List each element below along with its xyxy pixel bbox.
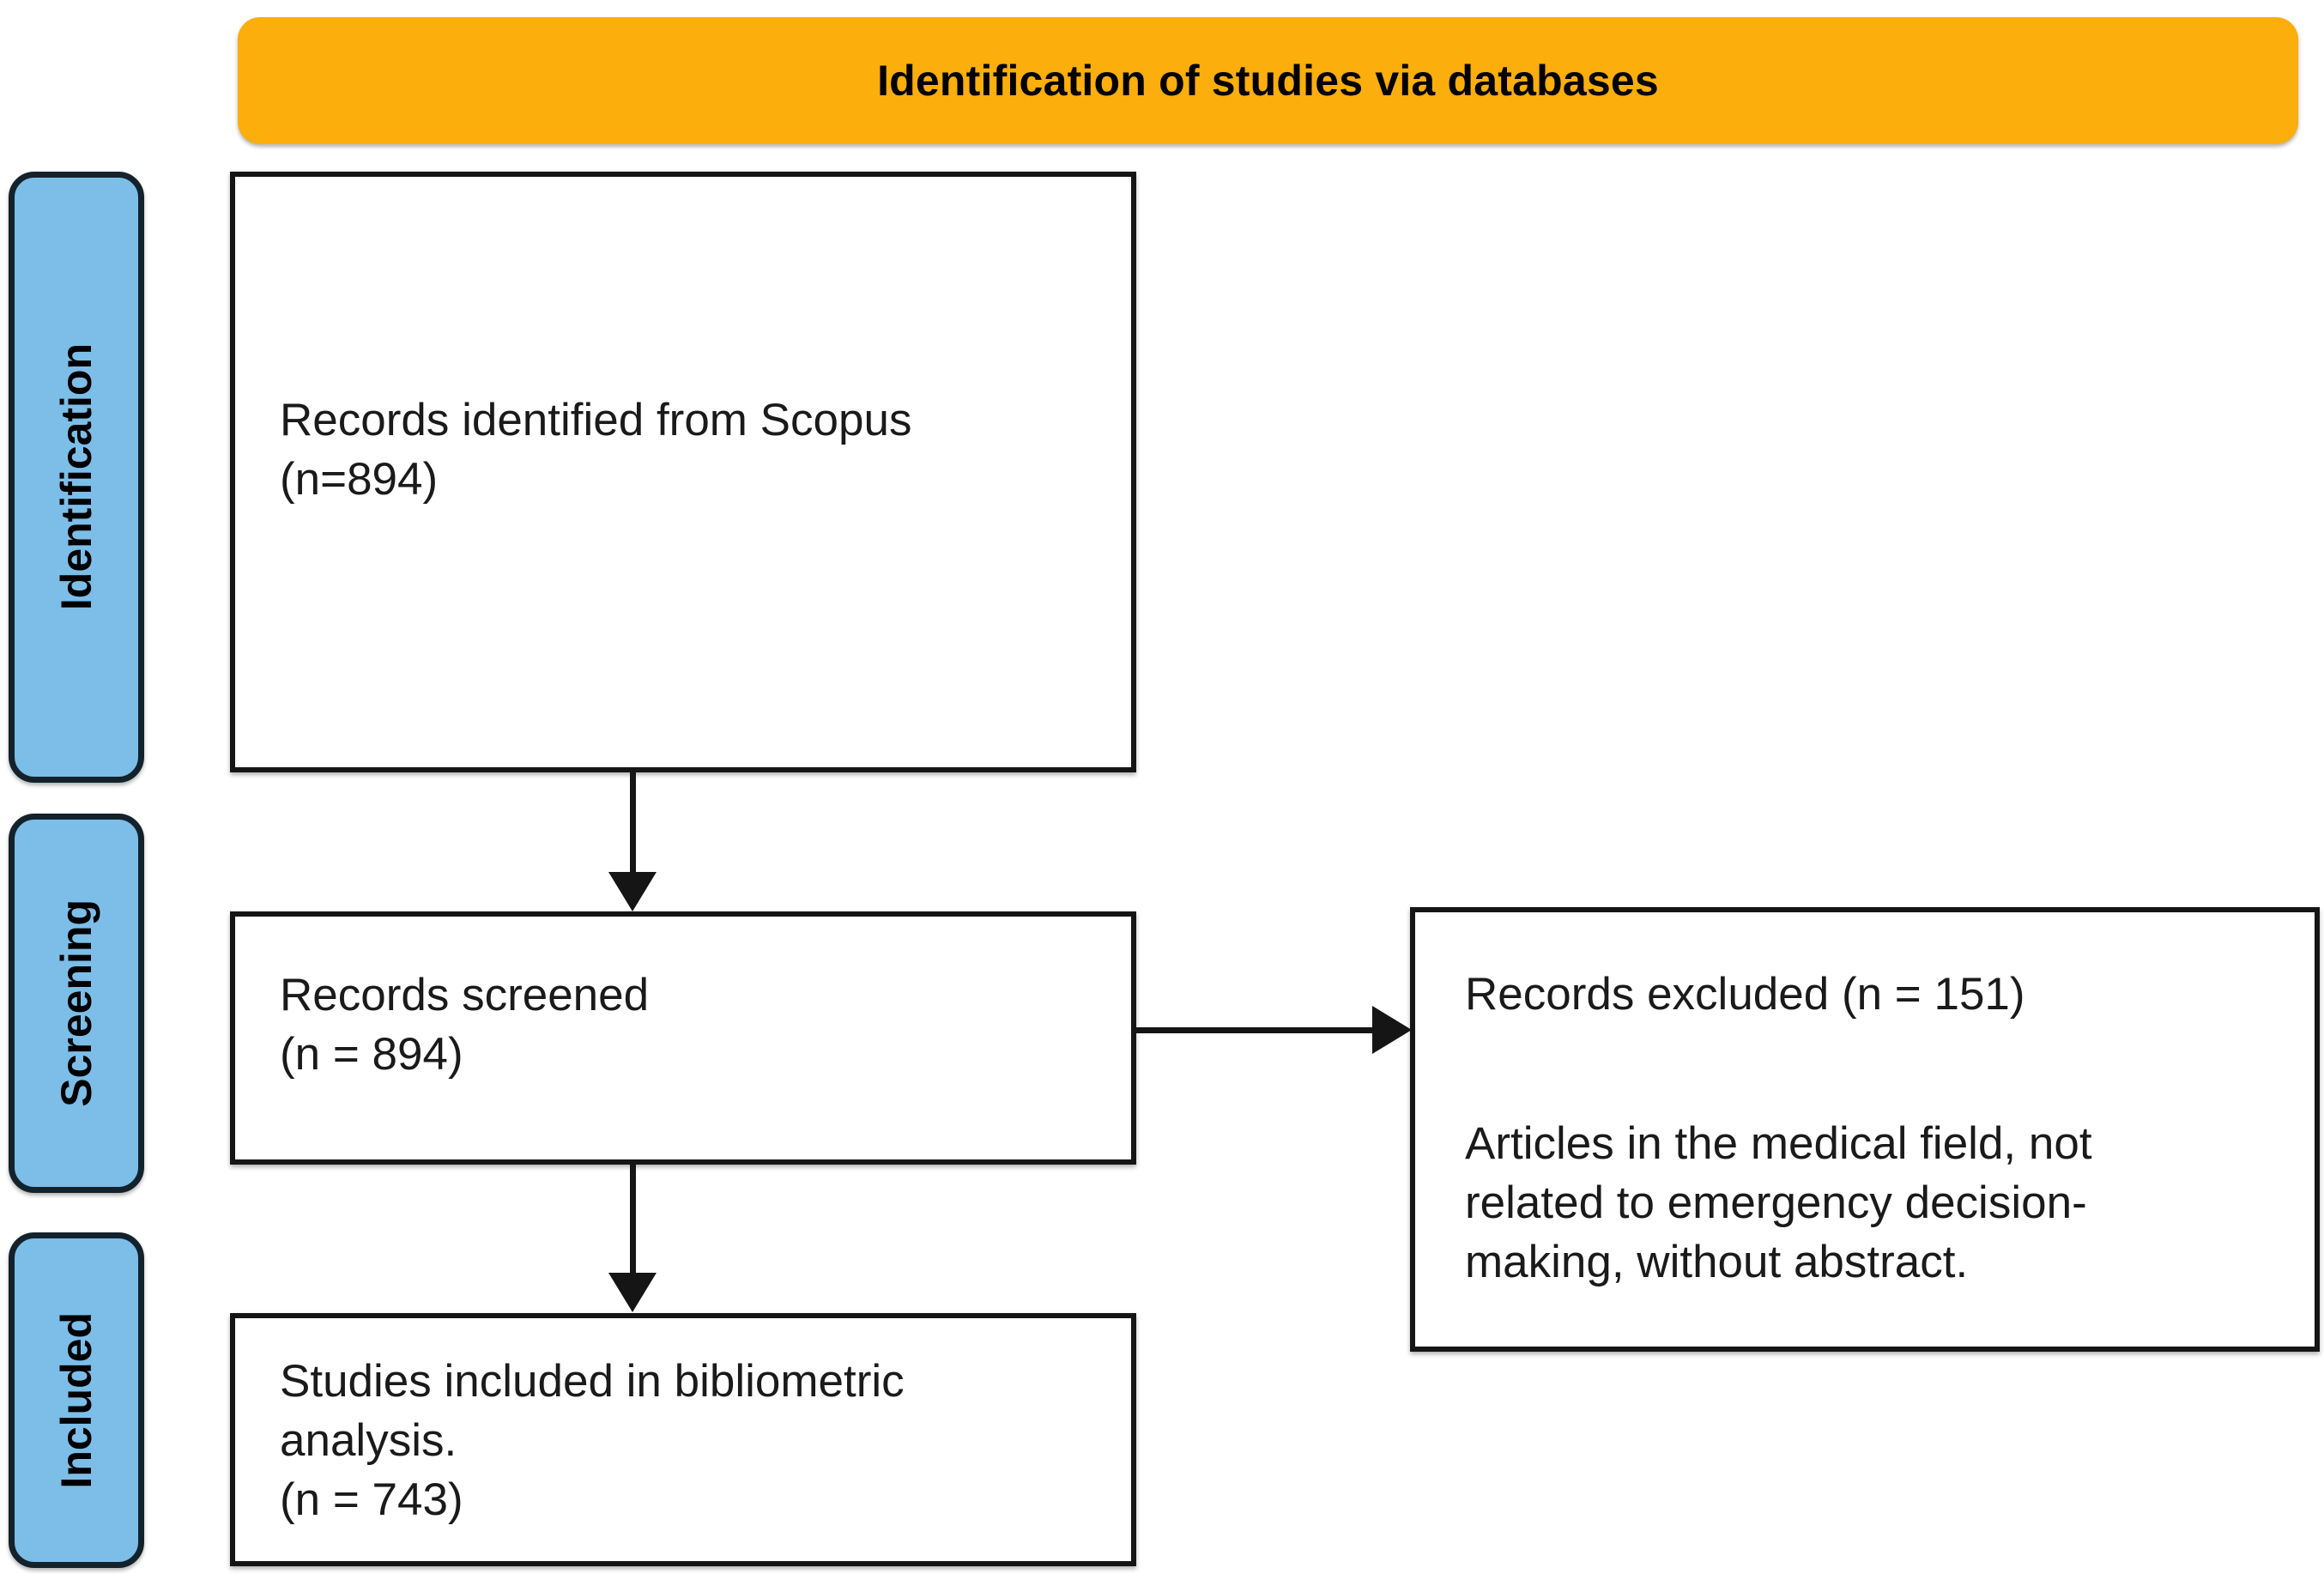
flow-box-records-screened: Records screened (n = 894) xyxy=(230,911,1136,1165)
stage-tab-identification: Identification xyxy=(9,172,144,783)
studies-included-text: Studies included in bibliometric analysi… xyxy=(280,1356,905,1525)
records-identified-text: Records identified from Scopus (n=894) xyxy=(280,395,912,505)
stage-tab-included: Included xyxy=(9,1232,144,1568)
records-excluded-heading: Records excluded (n = 151) xyxy=(1465,969,2025,1020)
records-excluded-reasons: Articles in the medical field, not relat… xyxy=(1465,1118,2092,1287)
arrow-head-right-icon xyxy=(1372,1006,1412,1054)
flow-box-records-excluded: Records excluded (n = 151) Articles in t… xyxy=(1410,907,2320,1352)
arrow-shaft xyxy=(1136,1027,1377,1033)
arrow-shaft xyxy=(630,1165,636,1274)
arrow-shaft xyxy=(630,772,636,874)
flow-box-records-identified: Records identified from Scopus (n=894) xyxy=(230,172,1136,772)
stage-tab-label-identification: Identification xyxy=(52,343,100,611)
flow-box-studies-included: Studies included in bibliometric analysi… xyxy=(230,1313,1136,1566)
phase-banner-label: Identification of studies via databases xyxy=(877,56,1659,105)
arrow-head-down-icon xyxy=(608,872,657,911)
phase-banner-identification: Identification of studies via databases xyxy=(238,17,2298,144)
stage-tab-screening: Screening xyxy=(9,814,144,1193)
stage-tab-label-included: Included xyxy=(52,1311,100,1489)
arrow-head-down-icon xyxy=(608,1273,657,1312)
records-screened-text: Records screened (n = 894) xyxy=(280,970,650,1080)
stage-tab-label-screening: Screening xyxy=(52,899,100,1107)
